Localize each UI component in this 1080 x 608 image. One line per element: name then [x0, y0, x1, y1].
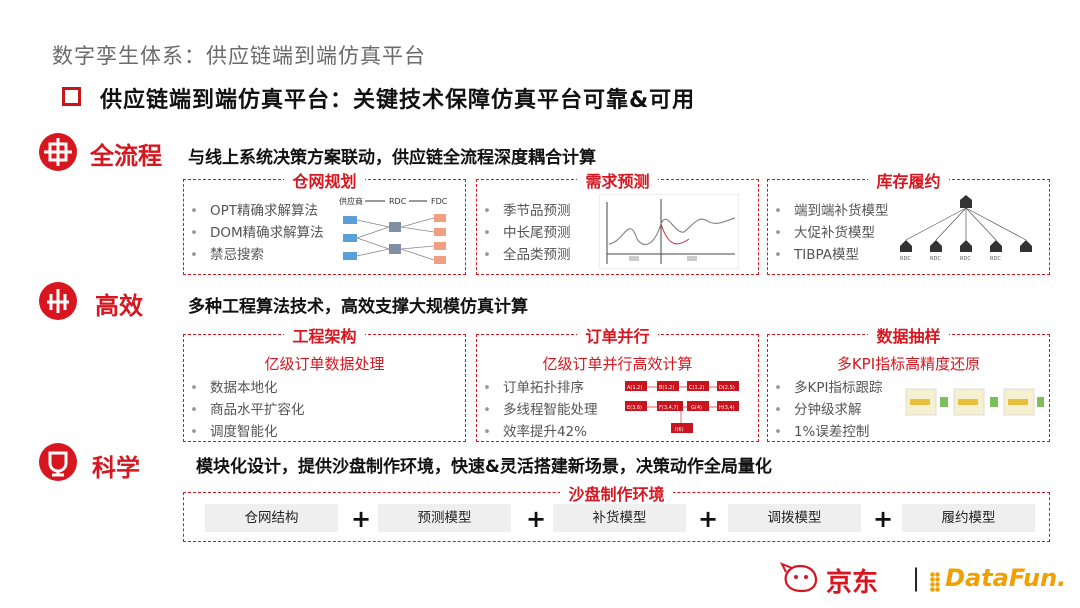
box-subtitle: 亿级订单数据处理 — [264, 355, 385, 373]
plus-sign: + — [698, 505, 719, 533]
plus-sign: + — [351, 505, 372, 533]
plus-sign: + — [873, 505, 894, 533]
box-inventory-fulfillment: 库存履约 端到端补货模型 大促补货模型 TIBPA模型 RDC RDC RDC … — [767, 172, 1050, 275]
section-label-efficiency: 高效 — [95, 292, 143, 320]
node-label: E(3,6) — [627, 405, 642, 411]
list-item: 中长尾预测 — [483, 222, 571, 244]
section-label-science: 科学 — [92, 454, 140, 482]
list-item: DOM精确求解算法 — [190, 222, 324, 244]
box-data-sampling: 数据抽样 多KPI指标高精度还原 多KPI指标跟踪 分钟级求解 1%误差控制 — [767, 327, 1050, 443]
node-label: F(3,4,7) — [659, 405, 679, 411]
plus-sign: + — [526, 505, 547, 533]
section-label-process: 全流程 — [90, 142, 162, 170]
list-item: 端到端补货模型 — [774, 200, 889, 222]
node-label: A(1,2) — [627, 385, 642, 391]
node-label: C(1,2) — [689, 385, 704, 391]
module-replenishment-model: 补货模型 — [553, 504, 686, 532]
box-network-planning: 仓网规划 OPT精确求解算法 DOM精确求解算法 禁忌搜索 供应商 RDC FD… — [183, 172, 466, 275]
box-demand-forecast: 需求预测 季节品预测 中长尾预测 全品类预测 — [476, 172, 759, 275]
box-order-parallel: 订单并行 亿级订单并行高效计算 订单拓扑排序 多线程智能处理 效率提升42% A… — [476, 327, 759, 443]
list-item: 季节品预测 — [483, 200, 571, 222]
module-fulfillment-model: 履约模型 — [902, 504, 1035, 532]
diagram-label-rdc: RDC — [389, 197, 407, 206]
node-label: D(2,5) — [719, 385, 735, 391]
jd-logo: 京东 — [780, 560, 895, 598]
science-icon — [39, 443, 77, 481]
warehouse-tree-diagram: RDC RDC RDC RDC — [896, 192, 1046, 270]
diagram-label-rdc: RDC — [960, 256, 971, 262]
forecast-chart-thumbnail — [598, 193, 740, 270]
box-title: 工程架构 — [284, 327, 365, 346]
list-item: 大促补货模型 — [774, 222, 888, 244]
node-label: G(4) — [691, 405, 702, 411]
node-label: H(3,4) — [719, 405, 735, 411]
list-item: TIBPA模型 — [774, 244, 888, 266]
jd-logo-text: 京东 — [826, 568, 879, 598]
diagram-label-supplier: 供应商 — [339, 196, 363, 206]
list-item: 效率提升42% — [483, 421, 597, 443]
list-item: 数据本地化 — [190, 377, 304, 399]
sampling-flow-diagram — [904, 385, 1046, 421]
section-desc-process: 与线上系统决策方案联动，供应链全流程深度耦合计算 — [188, 148, 596, 168]
list-item: 多KPI指标跟踪 — [774, 377, 882, 399]
box-title: 沙盘制作环境 — [560, 485, 673, 504]
diagram-label-fdc: FDC — [431, 197, 448, 206]
list-item: 商品水平扩容化 — [190, 399, 305, 421]
section-desc-efficiency: 多种工程算法技术，高效支撑大规模仿真计算 — [188, 297, 528, 317]
box-sandbox-environment: 沙盘制作环境 — [183, 485, 1050, 542]
section-desc-science: 模块化设计，提供沙盘制作环境，快速&灵活搭建新场景，决策动作全局量化 — [196, 457, 772, 477]
datafun-logo-text: DataFun. — [945, 564, 1067, 592]
box-title: 仓网规划 — [284, 172, 365, 191]
network-diagram: 供应商 RDC FDC — [339, 194, 464, 272]
list-item: 1%误差控制 — [774, 421, 882, 443]
datafun-dots-icon — [930, 571, 940, 592]
box-engineering-architecture: 工程架构 亿级订单数据处理 数据本地化 商品水平扩容化 调度智能化 — [183, 327, 466, 443]
box-title: 需求预测 — [577, 172, 658, 191]
diagram-label-rdc: RDC — [990, 256, 1001, 262]
list-item: 多线程智能处理 — [483, 399, 598, 421]
list-item: 订单拓扑排序 — [483, 377, 597, 399]
node-label: I(6) — [675, 427, 684, 433]
node-label: B(1,2) — [659, 385, 674, 391]
diagram-label-rdc: RDC — [900, 256, 911, 262]
datafun-logo: DataFun. — [930, 564, 1066, 592]
efficiency-icon — [39, 282, 77, 320]
box-title: 订单并行 — [577, 327, 658, 346]
list-item: 全品类预测 — [483, 244, 571, 266]
module-network-structure: 仓网结构 — [205, 504, 338, 532]
module-forecast-model: 预测模型 — [378, 504, 511, 532]
box-title: 数据抽样 — [868, 327, 949, 346]
list-item: 禁忌搜索 — [190, 244, 324, 266]
box-title: 库存履约 — [868, 172, 949, 191]
jd-dog-icon — [780, 562, 818, 593]
page-title: 供应链端到端仿真平台：关键技术保障仿真平台可靠&可用 — [100, 88, 696, 113]
logo-separator: | — [912, 564, 921, 592]
diagram-label-rdc: RDC — [930, 256, 941, 262]
order-topology-diagram: A(1,2) B(1,2) C(1,2) D(2,5) E(3,6) F(3,4… — [623, 379, 755, 437]
list-item: 分钟级求解 — [774, 399, 882, 421]
list-item: OPT精确求解算法 — [190, 200, 324, 222]
breadcrumb: 数字孪生体系：供应链端到端仿真平台 — [52, 44, 426, 68]
box-subtitle: 亿级订单并行高效计算 — [542, 355, 693, 373]
module-allocation-model: 调拨模型 — [728, 504, 861, 532]
process-icon — [39, 133, 77, 171]
list-item: 调度智能化 — [190, 421, 304, 443]
title-bullet-square — [62, 87, 81, 106]
box-subtitle: 多KPI指标高精度还原 — [836, 355, 981, 373]
